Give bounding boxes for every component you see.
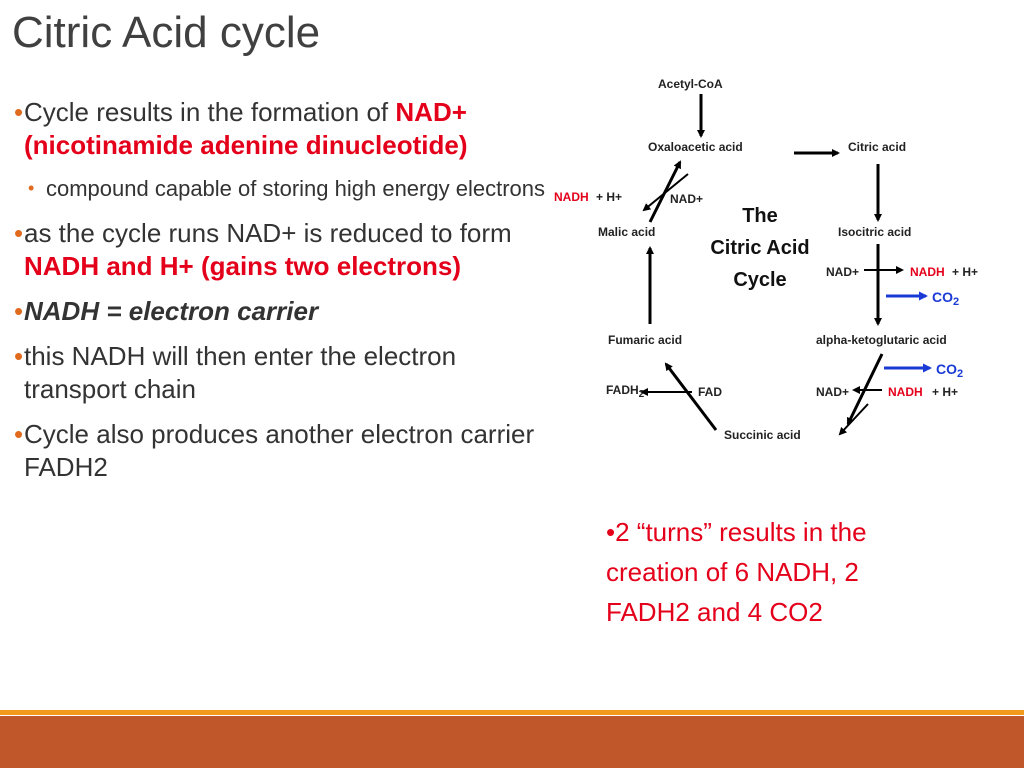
label-nadh: NADH (910, 265, 945, 279)
label-citric-acid: Citric acid (848, 140, 906, 154)
label-oxaloacetic-acid: Oxaloacetic acid (648, 140, 743, 154)
bullet-icon: • (14, 296, 24, 326)
label-fumaric-acid: Fumaric acid (608, 333, 682, 347)
sub-bullet-text: compound capable of storing high energy … (46, 176, 545, 201)
label-nad-plus: NAD+ (826, 265, 859, 279)
arrow-succinic-to-fumaric (664, 362, 718, 431)
turns-note: •2 “turns” results in the creation of 6 … (606, 512, 926, 632)
label-plus-h: + H+ (932, 385, 958, 399)
bullet-icon: • (14, 341, 24, 371)
bullet-list: • Cycle results in the formation of NAD+… (14, 96, 554, 496)
label-nadh: NADH (888, 385, 923, 399)
bullet-icon: • (606, 517, 616, 547)
arrow-nad-lower-branch (838, 403, 869, 436)
label-alpha-ketoglutaric-acid: alpha-ketoglutaric acid (816, 333, 947, 347)
label-acetyl-coa: Acetyl-CoA (658, 77, 723, 91)
diagram-title-line: Citric Acid (710, 237, 809, 259)
label-plus-h: + H+ (596, 190, 622, 204)
label-succinic-acid: Succinic acid (724, 428, 801, 442)
label-isocitric-acid: Isocitric acid (838, 225, 911, 239)
bullet-text: NADH = electron carrier (24, 296, 319, 326)
citric-acid-cycle-diagram: The Citric Acid Cycle Acetyl-CoA Oxaloac… (554, 77, 978, 442)
label-malic-acid: Malic acid (598, 225, 655, 239)
bullet-icon: • (14, 419, 24, 449)
bullet-item: • this NADH will then enter the electron… (14, 340, 554, 406)
bullet-text: Cycle also produces another electron car… (24, 419, 535, 482)
bullet-text: as the cycle runs NAD+ is reduced to for… (24, 218, 512, 248)
label-co2: CO2 (936, 361, 963, 380)
label-co2: CO2 (932, 289, 959, 308)
label-nad-plus: NAD+ (816, 385, 849, 399)
label-plus-h: + H+ (952, 265, 978, 279)
label-nad-plus: NAD+ (670, 192, 703, 206)
sub-bullet-item: • compound capable of storing high energ… (14, 174, 554, 203)
bullet-icon: • (14, 218, 24, 248)
bullet-text: this NADH will then enter the electron t… (24, 341, 457, 404)
note-text: 2 “turns” results in the creation of 6 N… (606, 517, 867, 627)
bullet-icon: • (14, 97, 24, 127)
bullet-text: Cycle results in the formation of (24, 97, 396, 127)
label-fadh2: FADH2 (606, 383, 645, 400)
bullet-emphasis: NAD+ (nicotinamide adenine dinucleotide) (24, 97, 468, 160)
footer-accent-line (0, 710, 1024, 715)
diagram-title-line: Cycle (733, 269, 786, 291)
label-nadh: NADH (554, 190, 589, 204)
arrow-nad-to-nadh-left (642, 173, 689, 212)
bullet-item: • NADH = electron carrier (14, 295, 554, 328)
footer-bar (0, 716, 1024, 768)
bullet-icon: • (28, 178, 35, 198)
bullet-item: • Cycle also produces another electron c… (14, 418, 554, 484)
slide-title: Citric Acid cycle (12, 8, 321, 57)
bullet-item: • Cycle results in the formation of NAD+… (14, 96, 554, 162)
label-fad: FAD (698, 385, 722, 399)
bullet-item: • as the cycle runs NAD+ is reduced to f… (14, 217, 554, 283)
diagram-title-line: The (742, 205, 778, 227)
bullet-emphasis: NADH and H+ (gains two electrons) (24, 251, 461, 281)
